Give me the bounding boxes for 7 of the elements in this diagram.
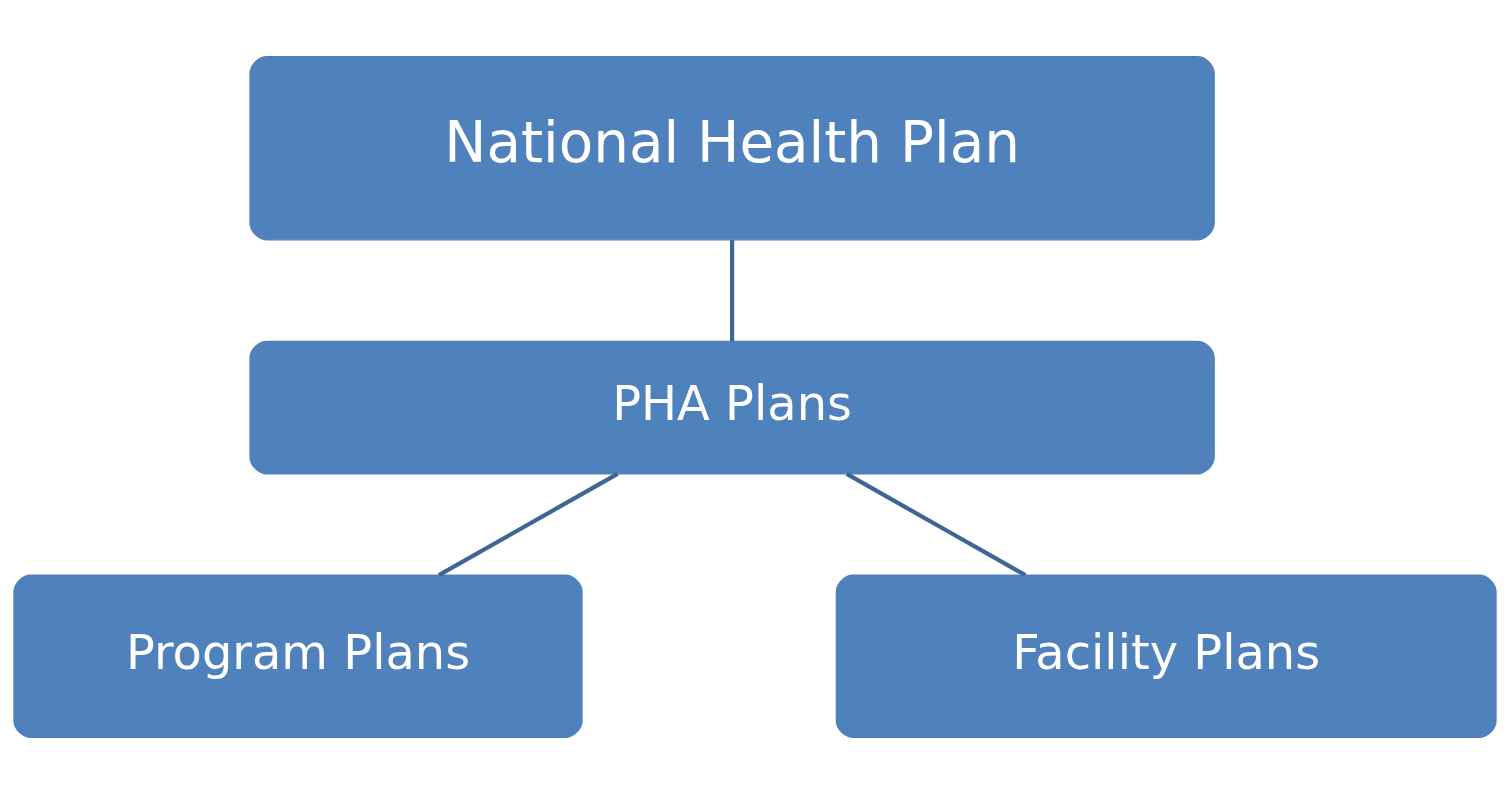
node-box: National Health Plan: [249, 55, 1215, 241]
connector: [437, 471, 619, 577]
node-box: Program Plans: [13, 574, 583, 738]
node-box: Facility Plans: [835, 574, 1497, 738]
connector: [730, 239, 735, 341]
connector: [845, 471, 1027, 577]
node-box: PHA Plans: [249, 340, 1215, 474]
